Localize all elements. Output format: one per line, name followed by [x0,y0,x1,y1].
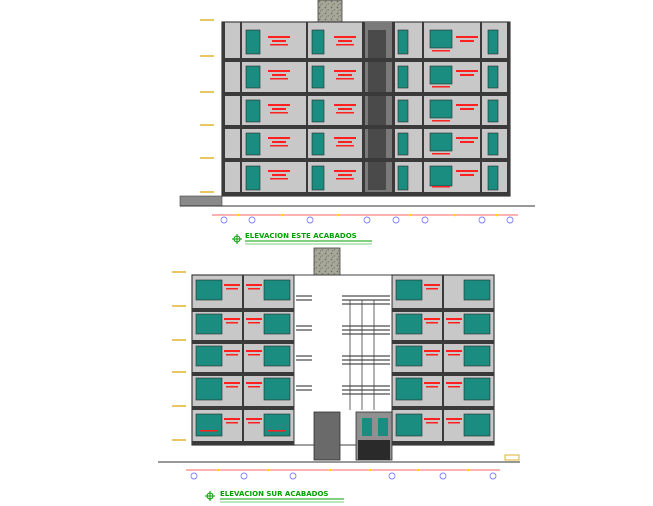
east-title-block: ELEVACION ESTE ACABADOS [232,232,372,245]
east-floor-slabs [222,58,510,196]
east-elevation: ELEVACION ESTE ACABADOS [179,0,535,245]
east-level-markers [200,19,214,193]
south-finish-annotations [200,284,462,432]
south-title-block: ELEVACION SUR ACABADOS [205,490,344,503]
south-columns [242,275,444,445]
south-stair-posts [349,300,375,410]
east-windows [245,29,499,191]
east-finish-annotations [268,36,478,188]
east-axis-dots [236,213,499,217]
south-windows [195,279,491,437]
east-ground-base [179,195,223,207]
south-axis-markers [190,472,497,480]
south-level-markers [172,271,186,441]
south-axis-dots [216,468,470,472]
south-title: ELEVACION SUR ACABADOS [220,490,328,498]
east-title: ELEVACION ESTE ACABADOS [245,232,357,240]
east-axis-markers [220,216,514,224]
east-stone-column [317,0,343,25]
south-elevation: ELEVACION SUR ACABADOS [158,247,520,503]
east-columns [222,22,510,196]
